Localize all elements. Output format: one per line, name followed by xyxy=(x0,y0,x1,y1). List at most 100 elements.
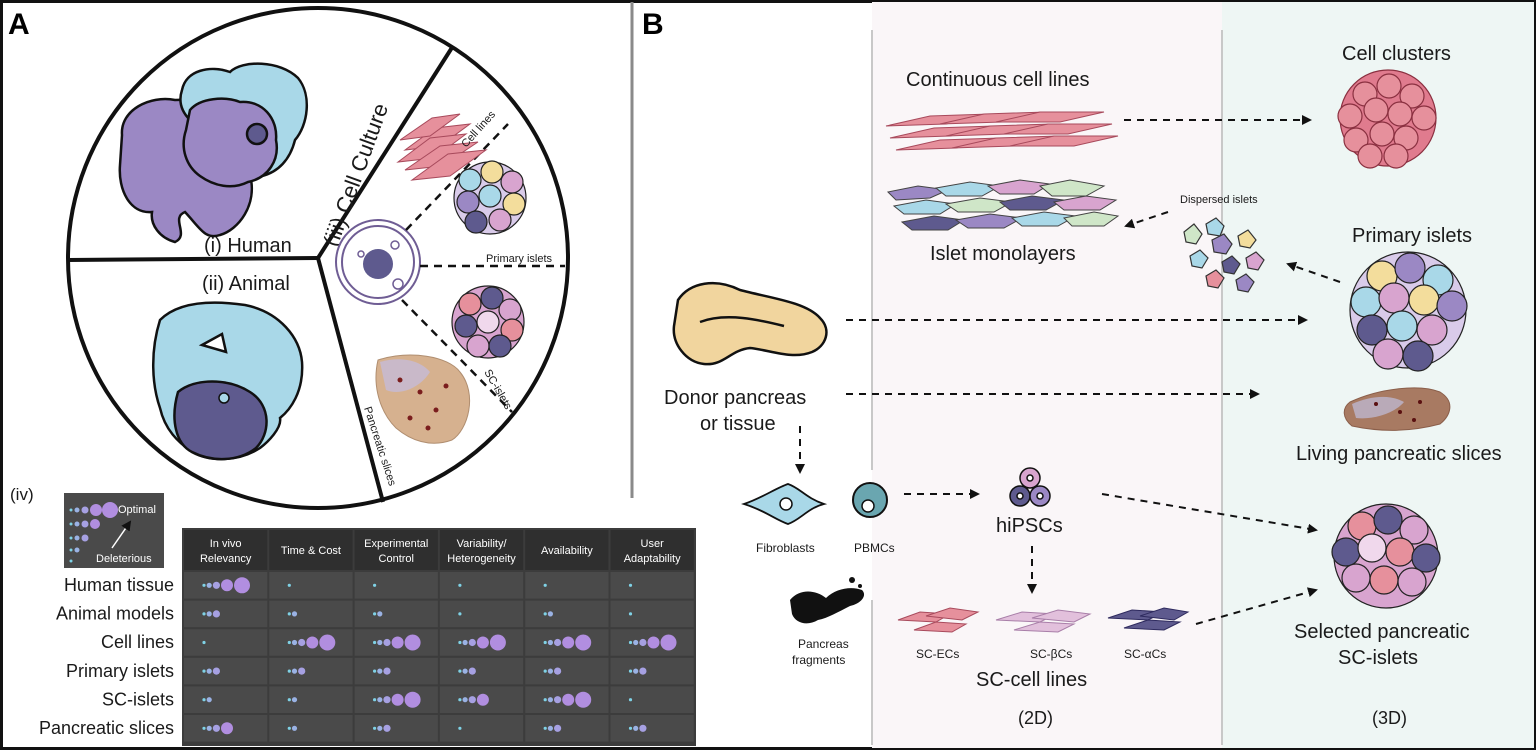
pie-divider-left xyxy=(67,256,319,262)
score-dot xyxy=(373,698,377,702)
panel-b-letter: B xyxy=(642,8,664,41)
score-dot xyxy=(377,697,383,703)
score-dot xyxy=(639,724,647,732)
score-dot xyxy=(306,636,319,649)
score-dot xyxy=(554,724,562,732)
score-dot xyxy=(383,696,391,704)
table-row-label: Pancreatic slices xyxy=(39,718,174,738)
score-dot xyxy=(202,698,206,702)
score-dot xyxy=(206,725,212,731)
table-row-label: Human tissue xyxy=(64,575,174,595)
score-dot xyxy=(639,667,647,675)
hipsc-image xyxy=(1009,467,1051,507)
score-dot xyxy=(202,640,206,645)
score-dot xyxy=(547,725,554,731)
table-cell xyxy=(354,572,438,599)
table-cell xyxy=(269,657,353,685)
table-cell xyxy=(269,572,353,599)
table-cell xyxy=(439,657,524,685)
selected-sc-islet-cluster xyxy=(1331,503,1441,609)
label-selected-2: SC-islets xyxy=(1338,647,1418,669)
score-dot xyxy=(562,636,575,649)
score-dot xyxy=(212,724,220,732)
table-header-cell xyxy=(610,530,694,570)
score-dot xyxy=(543,583,547,587)
score-dot xyxy=(462,668,468,674)
score-dot xyxy=(468,696,476,704)
score-dot xyxy=(628,669,633,673)
score-dot xyxy=(287,640,291,645)
pancreatic-slice-image-a xyxy=(375,354,471,444)
table-row-label: Cell lines xyxy=(101,632,174,652)
table-row-label: Primary islets xyxy=(66,661,174,681)
label-living-slices: Living pancreatic slices xyxy=(1296,443,1502,465)
score-dot xyxy=(202,612,206,616)
islet-monolayer-image xyxy=(886,179,1120,231)
label-cell-clusters: Cell clusters xyxy=(1342,43,1451,65)
score-dot xyxy=(212,610,220,618)
label-primary-islets-a: Primary islets xyxy=(486,253,553,265)
table-cell xyxy=(439,572,524,599)
table-cell xyxy=(525,600,609,628)
score-dot xyxy=(377,611,383,617)
label-continuous-cell-lines: Continuous cell lines xyxy=(906,69,1089,91)
primary-islet-cluster-b xyxy=(1349,251,1468,372)
table-header-label: Heterogeneity xyxy=(447,553,516,565)
score-dot xyxy=(468,638,476,647)
table-background xyxy=(182,528,696,746)
score-dot xyxy=(547,668,554,674)
table-header-cell xyxy=(184,530,268,570)
score-dot xyxy=(462,697,468,703)
legend-optimal: Optimal xyxy=(118,504,156,516)
score-dot xyxy=(547,611,554,617)
divider-cell-lines xyxy=(405,123,509,231)
score-dot xyxy=(404,691,421,708)
score-dot xyxy=(206,697,212,703)
table-header-label: Relevancy xyxy=(200,553,252,565)
score-dot xyxy=(639,638,647,647)
arrow-hipsc-to-selected xyxy=(1101,493,1318,534)
label-sc-bcs: SC-βCs xyxy=(1030,647,1072,661)
score-dot xyxy=(458,612,462,616)
score-dot xyxy=(221,579,233,592)
score-dot xyxy=(462,639,468,646)
table-header-label: Control xyxy=(379,553,414,565)
score-dot xyxy=(391,693,404,706)
score-dot xyxy=(202,726,206,730)
sc-acs-image xyxy=(1107,607,1190,631)
table-header-cell xyxy=(269,530,353,570)
score-dot xyxy=(458,640,462,645)
table-cell xyxy=(269,600,353,628)
table-cell xyxy=(610,686,694,713)
divider-sc-islets xyxy=(401,299,513,413)
score-dot xyxy=(291,639,298,646)
label-dispersed-islets: Dispersed islets xyxy=(1180,194,1258,206)
label-2d: (2D) xyxy=(1018,708,1053,728)
label-donor-line1: Donor pancreas xyxy=(664,387,806,409)
primary-islet-cluster-a xyxy=(453,160,527,235)
score-dot xyxy=(547,697,554,703)
score-dot xyxy=(287,726,291,730)
score-dot xyxy=(383,638,391,647)
score-dot xyxy=(458,583,462,587)
score-dot xyxy=(373,583,377,587)
score-dot xyxy=(628,583,633,587)
score-dot xyxy=(554,667,562,675)
score-dot xyxy=(489,634,506,651)
score-dot xyxy=(554,638,562,647)
score-dot xyxy=(206,582,212,588)
score-dot xyxy=(298,638,306,647)
cell-cluster-image xyxy=(1337,69,1437,169)
table-row-label: Animal models xyxy=(56,604,174,624)
flow-arrows xyxy=(795,115,1341,625)
table-cell xyxy=(439,600,524,628)
label-fibroblasts: Fibroblasts xyxy=(756,541,815,555)
pbmc-image xyxy=(852,482,888,518)
pancreas-organ-image xyxy=(672,282,828,366)
table-header-cell xyxy=(439,530,524,570)
score-dot xyxy=(287,612,291,616)
score-dot xyxy=(628,640,633,645)
